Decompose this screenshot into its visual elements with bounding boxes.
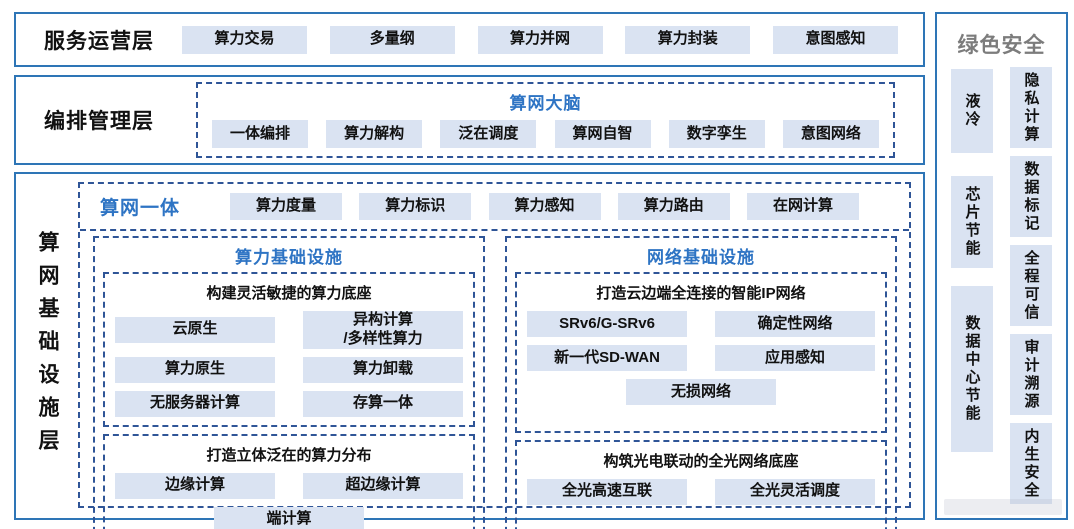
orchestration-management-layer: 编排管理层 算网大脑 一体编排 算力解构 泛在调度 算网自智 数字孪生 意图网络 xyxy=(14,75,925,165)
chip-digital-twin: 数字孪生 xyxy=(668,120,765,148)
infrastructure-layer: 算网基础设施层 算网一体 算力度量 算力标识 算力感知 算力路由 在网计算 xyxy=(14,172,925,529)
chip-chip-energy-saving: 芯片节能 xyxy=(951,176,993,268)
chip-computing-encapsulation: 算力封装 xyxy=(625,25,751,54)
security-column: 隐私计算 数据标记 全程可信 审计溯源 内生安全 xyxy=(1010,67,1052,504)
chip-ubiquitous-scheduling: 泛在调度 xyxy=(440,120,537,148)
intelligent-ip-network-box: 打造云边端全连接的智能IP网络 SRv6/G-SRv6 确定性网络 新一代SD-… xyxy=(515,272,887,433)
computing-distribution-title: 打造立体泛在的算力分布 xyxy=(206,446,372,464)
unified-header: 算网一体 算力度量 算力标识 算力感知 算力路由 在网计算 xyxy=(80,184,909,231)
network-brain-box: 算网大脑 一体编排 算力解构 泛在调度 算网自智 数字孪生 意图网络 xyxy=(196,82,895,158)
chip-intent-network: 意图网络 xyxy=(782,120,879,148)
chip-multi-dimension: 多量纲 xyxy=(329,25,455,54)
chip-deterministic-network: 确定性网络 xyxy=(715,311,875,337)
main-column: 服务运营层 算力交易 多量纲 算力并网 算力封装 意图感知 编排管理层 算网大脑… xyxy=(14,12,925,529)
chip-storage-computing-integration: 存算一体 xyxy=(303,390,463,417)
intelligent-ip-network-title: 打造云边端全连接的智能IP网络 xyxy=(596,285,806,302)
chip-heterogeneous-computing: 异构计算 /多样性算力 xyxy=(303,311,463,349)
chip-application-awareness: 应用感知 xyxy=(715,345,875,371)
all-optical-network-grid: 全光高速互联 全光灵活调度 xyxy=(527,478,875,505)
chip-in-network-computing: 在网计算 xyxy=(747,193,859,220)
chip-computing-trading: 算力交易 xyxy=(182,25,307,54)
chip-computing-native: 算力原生 xyxy=(115,356,275,383)
chip-computing-measurement: 算力度量 xyxy=(230,193,342,220)
chip-serverless-computing: 无服务器计算 xyxy=(115,390,275,417)
network-brain-chips: 一体编排 算力解构 泛在调度 算网自智 数字孪生 意图网络 xyxy=(212,120,879,148)
chip-edge-computing: 边缘计算 xyxy=(115,472,275,499)
network-infrastructure-box: 网络基础设施 打造云边端全连接的智能IP网络 SRv6/G-SRv6 确定性网络… xyxy=(505,236,897,529)
intelligent-ip-network-grid: SRv6/G-SRv6 确定性网络 新一代SD-WAN 应用感知 xyxy=(527,311,875,371)
orchestration-layer-label: 编排管理层 xyxy=(44,110,154,133)
service-layer-chips: 算力交易 多量纲 算力并网 算力封装 意图感知 xyxy=(182,25,923,54)
watermark-bar xyxy=(944,499,1062,515)
chip-all-optical-high-speed-interconnect: 全光高速互联 xyxy=(527,478,687,505)
unified-title: 算网一体 xyxy=(100,198,181,219)
chip-intent-awareness: 意图感知 xyxy=(773,25,898,54)
chip-computing-identification: 算力标识 xyxy=(359,193,472,220)
chip-computing-offload: 算力卸载 xyxy=(303,356,463,383)
all-optical-network-title: 构筑光电联动的全光网络底座 xyxy=(603,452,799,470)
chip-liquid-cooling: 液冷 xyxy=(951,69,993,153)
green-security-title: 绿色安全 xyxy=(957,34,1046,57)
network-brain-title: 算网大脑 xyxy=(509,94,582,113)
chip-data-labeling: 数据标记 xyxy=(1010,156,1052,237)
chip-lossless-network: 无损网络 xyxy=(626,379,776,405)
computing-foundation-box: 构建灵活敏捷的算力底座 云原生 异构计算 /多样性算力 算力原生 算力卸载 无服… xyxy=(103,272,475,427)
computing-distribution-grid: 边缘计算 超边缘计算 xyxy=(115,472,463,499)
chip-datacenter-energy-saving: 数据中心节能 xyxy=(951,286,993,452)
computing-infrastructure-box: 算力基础设施 构建灵活敏捷的算力底座 云原生 异构计算 /多样性算力 算力原生 … xyxy=(93,236,485,529)
chip-unified-orchestration: 一体编排 xyxy=(212,120,308,148)
service-layer-label: 服务运营层 xyxy=(44,29,154,53)
computing-foundation-grid: 云原生 异构计算 /多样性算力 算力原生 算力卸载 无服务器计算 存算一体 xyxy=(115,311,463,417)
computing-foundation-title: 构建灵活敏捷的算力底座 xyxy=(206,285,372,302)
chip-cloud-native: 云原生 xyxy=(115,316,275,343)
chip-network-self-intelligence: 算网自智 xyxy=(554,120,651,148)
chip-computing-deconstruction: 算力解构 xyxy=(326,120,423,148)
chip-computing-routing: 算力路由 xyxy=(617,193,730,220)
green-security-panel: 绿色安全 液冷 芯片节能 数据中心节能 隐私计算 数据标记 全程可信 审计溯源 … xyxy=(935,12,1068,520)
green-column: 液冷 芯片节能 数据中心节能 xyxy=(951,67,993,504)
service-operation-layer: 服务运营层 算力交易 多量纲 算力并网 算力封装 意图感知 xyxy=(14,12,925,67)
computing-infrastructure-title: 算力基础设施 xyxy=(235,248,343,267)
network-infrastructure-title: 网络基础设施 xyxy=(647,248,755,267)
chip-all-optical-flexible-scheduling: 全光灵活调度 xyxy=(715,478,875,505)
chip-full-process-trust: 全程可信 xyxy=(1010,245,1052,326)
chip-super-edge-computing: 超边缘计算 xyxy=(303,472,463,499)
chip-audit-traceability: 审计溯源 xyxy=(1010,334,1052,415)
infrastructure-body: 算力基础设施 构建灵活敏捷的算力底座 云原生 异构计算 /多样性算力 算力原生 … xyxy=(80,231,909,529)
chip-computing-awareness: 算力感知 xyxy=(488,193,601,220)
computing-distribution-box: 打造立体泛在的算力分布 边缘计算 超边缘计算 端计算 xyxy=(103,433,475,529)
chip-intrinsic-security: 内生安全 xyxy=(1010,423,1052,504)
green-security-columns: 液冷 芯片节能 数据中心节能 隐私计算 数据标记 全程可信 审计溯源 内生安全 xyxy=(937,67,1066,504)
chip-terminal-computing: 端计算 xyxy=(214,506,364,529)
chip-srv6: SRv6/G-SRv6 xyxy=(527,311,687,337)
chip-next-gen-sdwan: 新一代SD-WAN xyxy=(527,345,687,371)
chip-computing-grid-connection: 算力并网 xyxy=(477,25,603,54)
chip-privacy-computing: 隐私计算 xyxy=(1010,67,1052,148)
unified-chips: 算力度量 算力标识 算力感知 算力路由 在网计算 xyxy=(230,193,859,220)
infrastructure-layer-label: 算网基础设施层 xyxy=(36,230,59,462)
unified-computing-network-box: 算网一体 算力度量 算力标识 算力感知 算力路由 在网计算 算力基础设施 xyxy=(78,182,911,529)
all-optical-network-box: 构筑光电联动的全光网络底座 全光高速互联 全光灵活调度 xyxy=(515,439,887,529)
